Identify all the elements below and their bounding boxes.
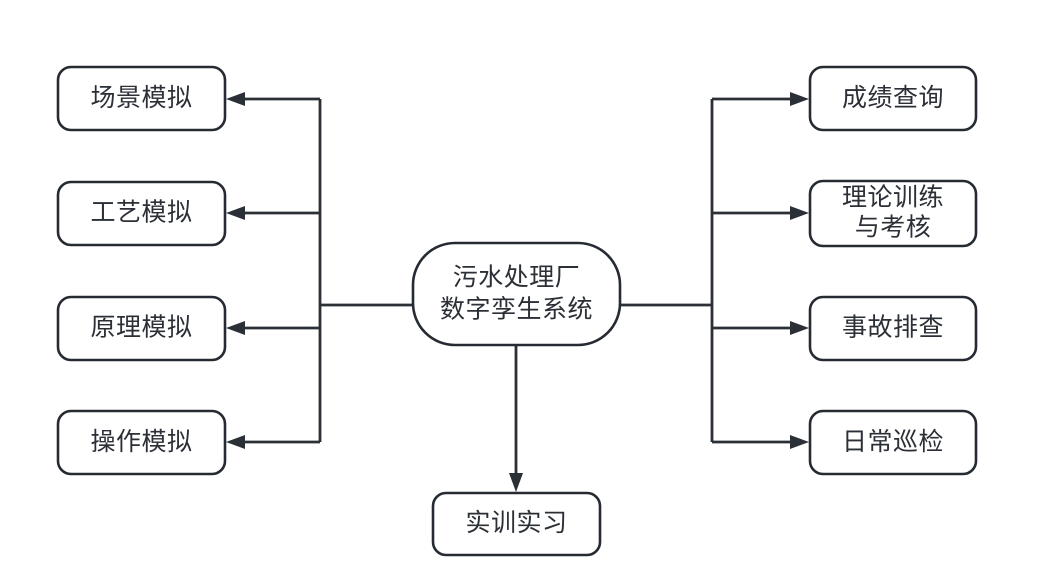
node-score-query-shape[interactable] — [808, 65, 978, 132]
node-scene-simulation-shape[interactable] — [56, 65, 227, 132]
node-theory-training-assessment-shape[interactable] — [808, 179, 978, 248]
node-process-simulation-label: 工艺模拟 — [90, 199, 192, 227]
bottom-arrowhead-1 — [509, 473, 523, 492]
node-principle-simulation[interactable]: 原理模拟 — [56, 295, 227, 362]
node-theory-training-assessment-label-line2: 与考核 — [855, 214, 932, 242]
right-branch-connectors — [620, 92, 809, 449]
center-node-shape[interactable] — [411, 241, 622, 347]
node-accident-investigation-label: 事故排查 — [842, 314, 944, 342]
node-daily-inspection-shape[interactable] — [808, 409, 978, 476]
left-arrowhead-1 — [226, 92, 245, 106]
node-operation-simulation-shape[interactable] — [56, 409, 227, 476]
node-scene-simulation[interactable]: 场景模拟 — [56, 65, 227, 132]
node-score-query-label: 成绩查询 — [842, 84, 944, 112]
node-daily-inspection-label: 日常巡检 — [842, 428, 944, 456]
node-accident-investigation[interactable]: 事故排查 — [808, 295, 978, 362]
right-arrowhead-2 — [790, 206, 809, 220]
node-principle-simulation-shape[interactable] — [56, 295, 227, 362]
node-operation-simulation-label: 操作模拟 — [90, 428, 192, 456]
left-arrowhead-3 — [226, 321, 245, 335]
node-practical-training[interactable]: 实训实习 — [431, 491, 602, 557]
node-practical-training-label: 实训实习 — [465, 509, 567, 537]
left-arrowhead-2 — [226, 206, 245, 220]
left-arrowhead-4 — [226, 435, 245, 449]
center-node-label-line2: 数字孪生系统 — [440, 296, 593, 324]
right-arrowhead-4 — [790, 435, 809, 449]
node-scene-simulation-label: 场景模拟 — [90, 84, 192, 112]
node-accident-investigation-shape[interactable] — [808, 295, 978, 362]
node-process-simulation-shape[interactable] — [56, 180, 227, 247]
center-node[interactable]: 污水处理厂 数字孪生系统 — [411, 241, 622, 347]
node-process-simulation[interactable]: 工艺模拟 — [56, 180, 227, 247]
right-arrowhead-1 — [790, 92, 809, 106]
node-daily-inspection[interactable]: 日常巡检 — [808, 409, 978, 476]
node-principle-simulation-label: 原理模拟 — [90, 314, 192, 342]
right-arrowhead-3 — [790, 321, 809, 335]
node-score-query[interactable]: 成绩查询 — [808, 65, 978, 132]
left-branch-connectors — [226, 92, 413, 449]
node-theory-training-assessment-label-line1: 理论训练 — [842, 184, 944, 212]
bottom-branch-connectors — [509, 345, 523, 492]
node-operation-simulation[interactable]: 操作模拟 — [56, 409, 227, 476]
node-practical-training-shape[interactable] — [431, 491, 602, 557]
center-node-label-line1: 污水处理厂 — [453, 264, 581, 292]
node-theory-training-assessment[interactable]: 理论训练 与考核 — [808, 179, 978, 248]
